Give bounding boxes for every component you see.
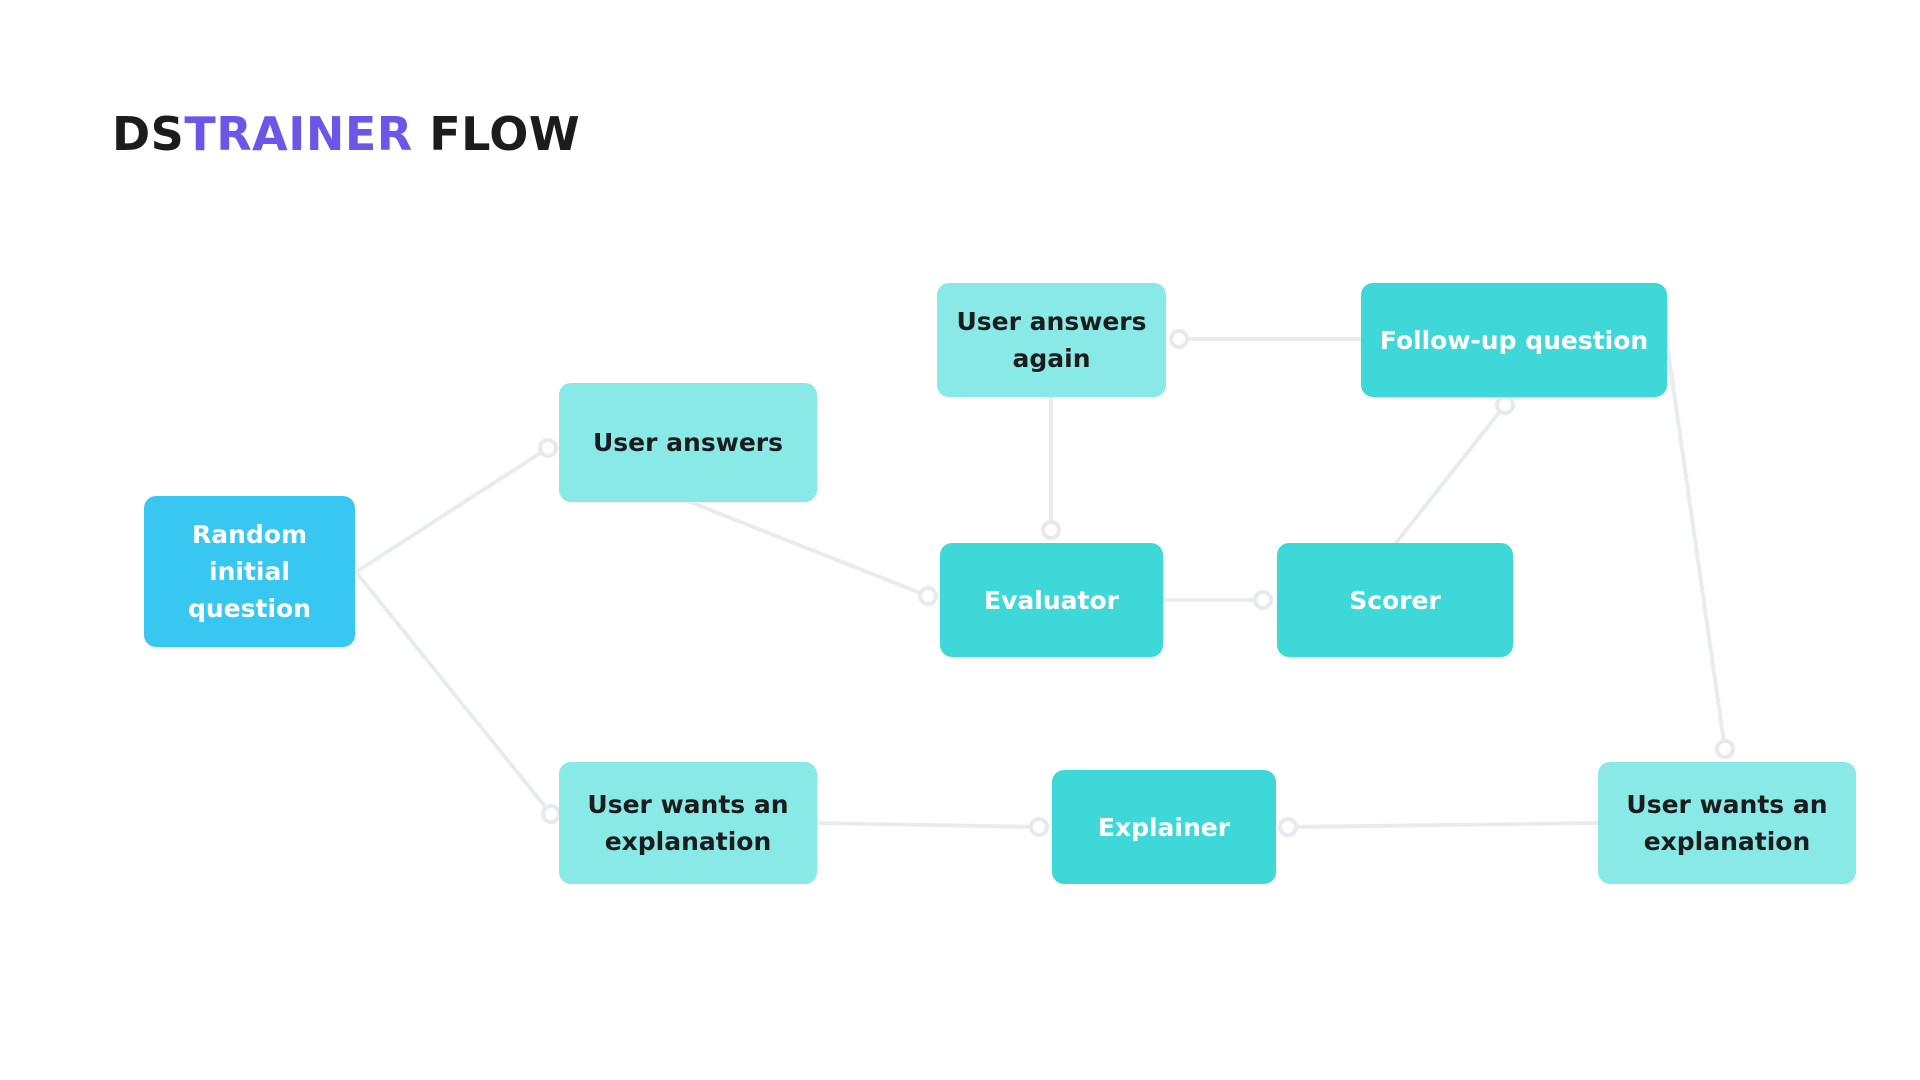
connector-dot: [1041, 520, 1061, 540]
node-label: User answers: [593, 428, 783, 457]
title-accent: TRAINER: [184, 107, 413, 161]
edge-start-to-user-wants-explanation: [354, 570, 553, 816]
edge-user-answers-to-evaluator: [688, 500, 930, 598]
title-suffix: FLOW: [429, 107, 581, 161]
edge-user-wants-explanation-to-explainer: [814, 821, 1041, 829]
connector-dot: [918, 586, 938, 606]
node-label: Scorer: [1349, 585, 1441, 615]
connector-dot: [1278, 817, 1298, 837]
node-user-answers[interactable]: User answers: [559, 383, 817, 502]
node-user-wants-explanation-left[interactable]: User wants an explanation: [559, 762, 817, 884]
node-label: Evaluator: [984, 585, 1119, 615]
edge-follow-up-to-user-wants-explanation: [1665, 341, 1727, 751]
node-label: Random initial question: [187, 520, 312, 623]
node-follow-up-question[interactable]: Follow-up question: [1361, 283, 1667, 397]
connector-dot: [1169, 329, 1189, 349]
diagram-title: DSTRAINER FLOW: [112, 104, 580, 164]
node-user-wants-explanation-right[interactable]: User wants an explanation: [1598, 762, 1856, 884]
node-random-initial-question[interactable]: Random initial question: [144, 496, 355, 647]
connector-dot: [538, 438, 558, 458]
node-explainer[interactable]: Explainer: [1052, 770, 1276, 884]
node-label: Follow-up question: [1379, 325, 1649, 355]
node-label: User wants an explanation: [1626, 790, 1828, 856]
node-evaluator[interactable]: Evaluator: [940, 543, 1163, 657]
edge-scorer-to-follow-up: [1394, 403, 1507, 545]
node-label: Explainer: [1097, 812, 1231, 842]
connector-dot: [1715, 739, 1735, 759]
connector-dot: [1253, 590, 1273, 610]
node-scorer[interactable]: Scorer: [1277, 543, 1513, 657]
edge-start-to-user-answers: [354, 446, 550, 574]
edge-explainer-to-user-wants-explanation: [1286, 821, 1600, 829]
title-prefix: DS: [112, 107, 185, 161]
node-label: User wants an explanation: [587, 790, 789, 856]
node-user-answers-again[interactable]: User answers again: [937, 283, 1166, 397]
connector-dot: [1029, 817, 1049, 837]
connector-dot: [1495, 395, 1515, 415]
connector-dot: [541, 804, 561, 824]
node-label: User answers again: [956, 307, 1147, 373]
